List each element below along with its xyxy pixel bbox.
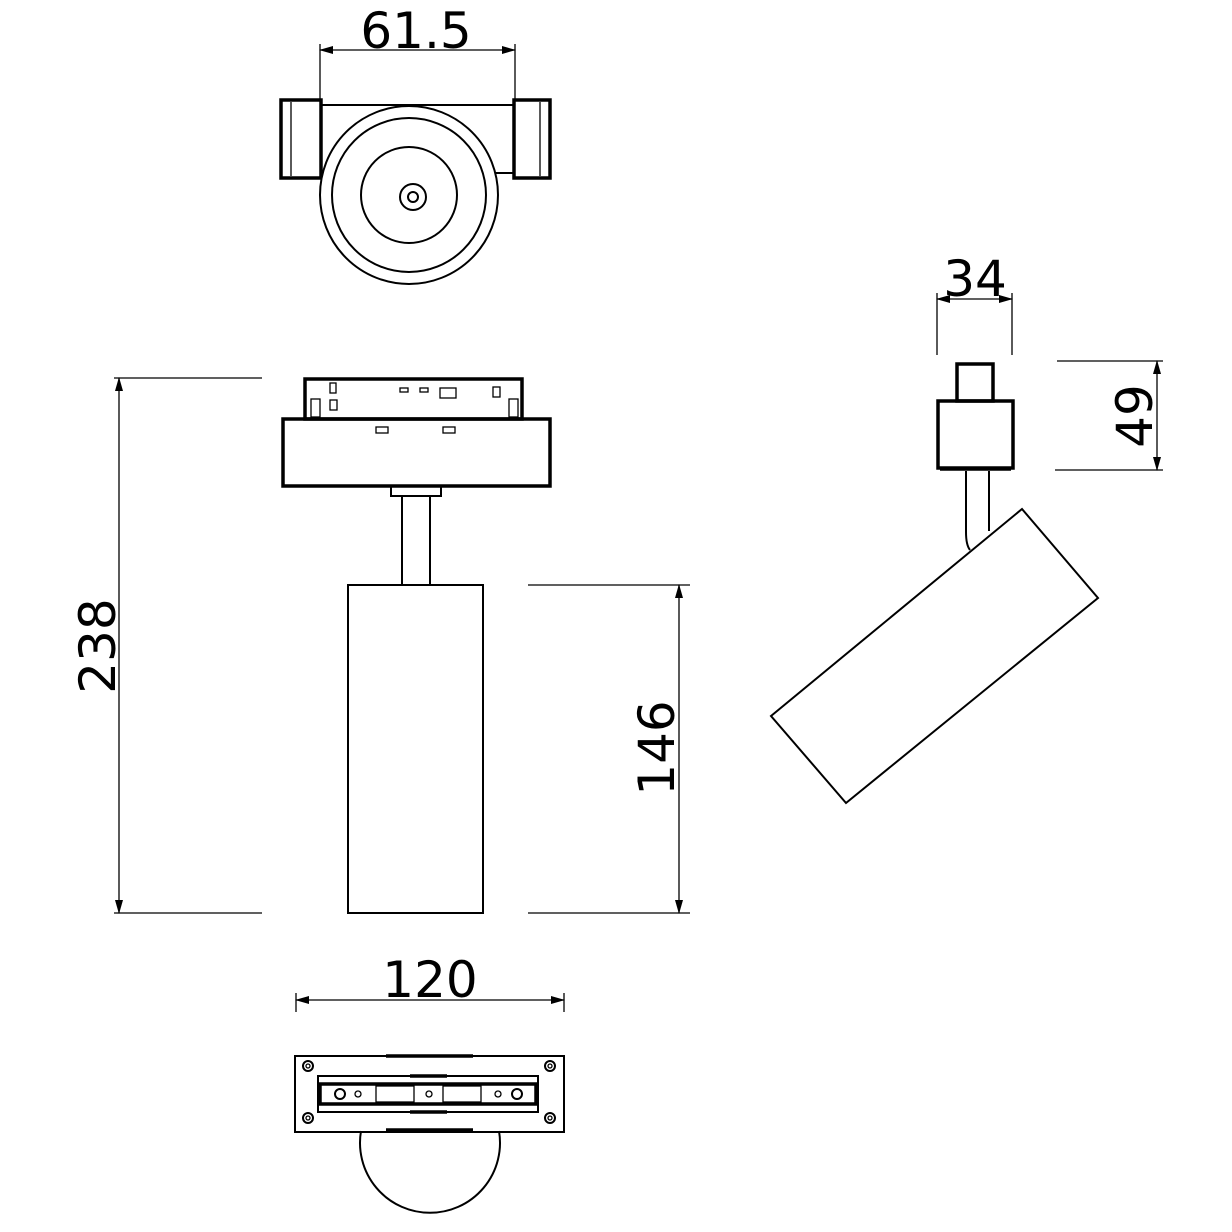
top-view: [279, 98, 552, 285]
mounting-hole-center: [305, 1115, 311, 1121]
mounting-hole-center: [305, 1063, 311, 1069]
inner-ring: [331, 117, 487, 273]
dimension-total-height: 238: [69, 377, 262, 914]
stem: [965, 471, 971, 551]
contact-pin: [354, 1090, 362, 1098]
dimension-label: 146: [628, 700, 686, 795]
mounting-hole-icon: [302, 1112, 314, 1124]
mounting-hole-center: [547, 1063, 553, 1069]
dimension-body-height: 146: [528, 584, 690, 914]
contact-pin: [494, 1090, 502, 1098]
housing-slot: [442, 426, 456, 434]
led-center: [407, 191, 419, 203]
mounting-hole-icon: [302, 1060, 314, 1072]
right-clip: [512, 98, 552, 180]
adapter-slot: [329, 399, 338, 411]
adapter-slot: [399, 387, 409, 393]
adapter-clip: [508, 398, 519, 418]
left-clip: [279, 98, 323, 180]
dimension-label: 238: [69, 598, 127, 693]
lamp-body-tilted: [769, 507, 1100, 805]
adapter-box: [936, 399, 1015, 470]
contact-block: [375, 1085, 415, 1103]
dimension-label: 120: [382, 951, 477, 1009]
housing-slot: [375, 426, 389, 434]
side-view: [769, 362, 1100, 805]
dimension-adapter-length: 120: [295, 951, 565, 1012]
connector: [955, 362, 995, 403]
dimension-label: 49: [1106, 384, 1164, 448]
front-view: [281, 377, 552, 914]
adapter-clip: [310, 398, 321, 418]
lens: [360, 146, 458, 244]
mounting-hole-icon: [544, 1112, 556, 1124]
dimension-label: 61.5: [360, 2, 471, 60]
lamp-body: [347, 584, 484, 914]
screw-icon: [334, 1088, 346, 1100]
contact-strip: [318, 1082, 538, 1106]
adapter-slot: [492, 386, 501, 398]
contact-rail: [317, 1075, 539, 1113]
screw-icon: [511, 1088, 523, 1100]
led: [399, 183, 427, 211]
adapter-slot: [329, 382, 337, 394]
driver-housing: [281, 417, 552, 488]
dimension-adapter-height: 49: [1055, 360, 1164, 471]
dimension-label: 34: [943, 250, 1007, 308]
adapter-slot: [439, 387, 457, 399]
contact-pin: [425, 1090, 433, 1098]
contact-block: [442, 1085, 482, 1103]
mounting-hole-center: [547, 1115, 553, 1121]
stem: [401, 495, 431, 586]
track-adapter-top: [303, 377, 524, 421]
bottom-view: [294, 1054, 565, 1214]
lamp-head-outline: [359, 1130, 501, 1214]
adapter-slot: [419, 387, 429, 393]
dimension-top-width: 61.5: [319, 2, 516, 100]
dimension-side-width: 34: [936, 250, 1013, 355]
mounting-hole-icon: [544, 1060, 556, 1072]
